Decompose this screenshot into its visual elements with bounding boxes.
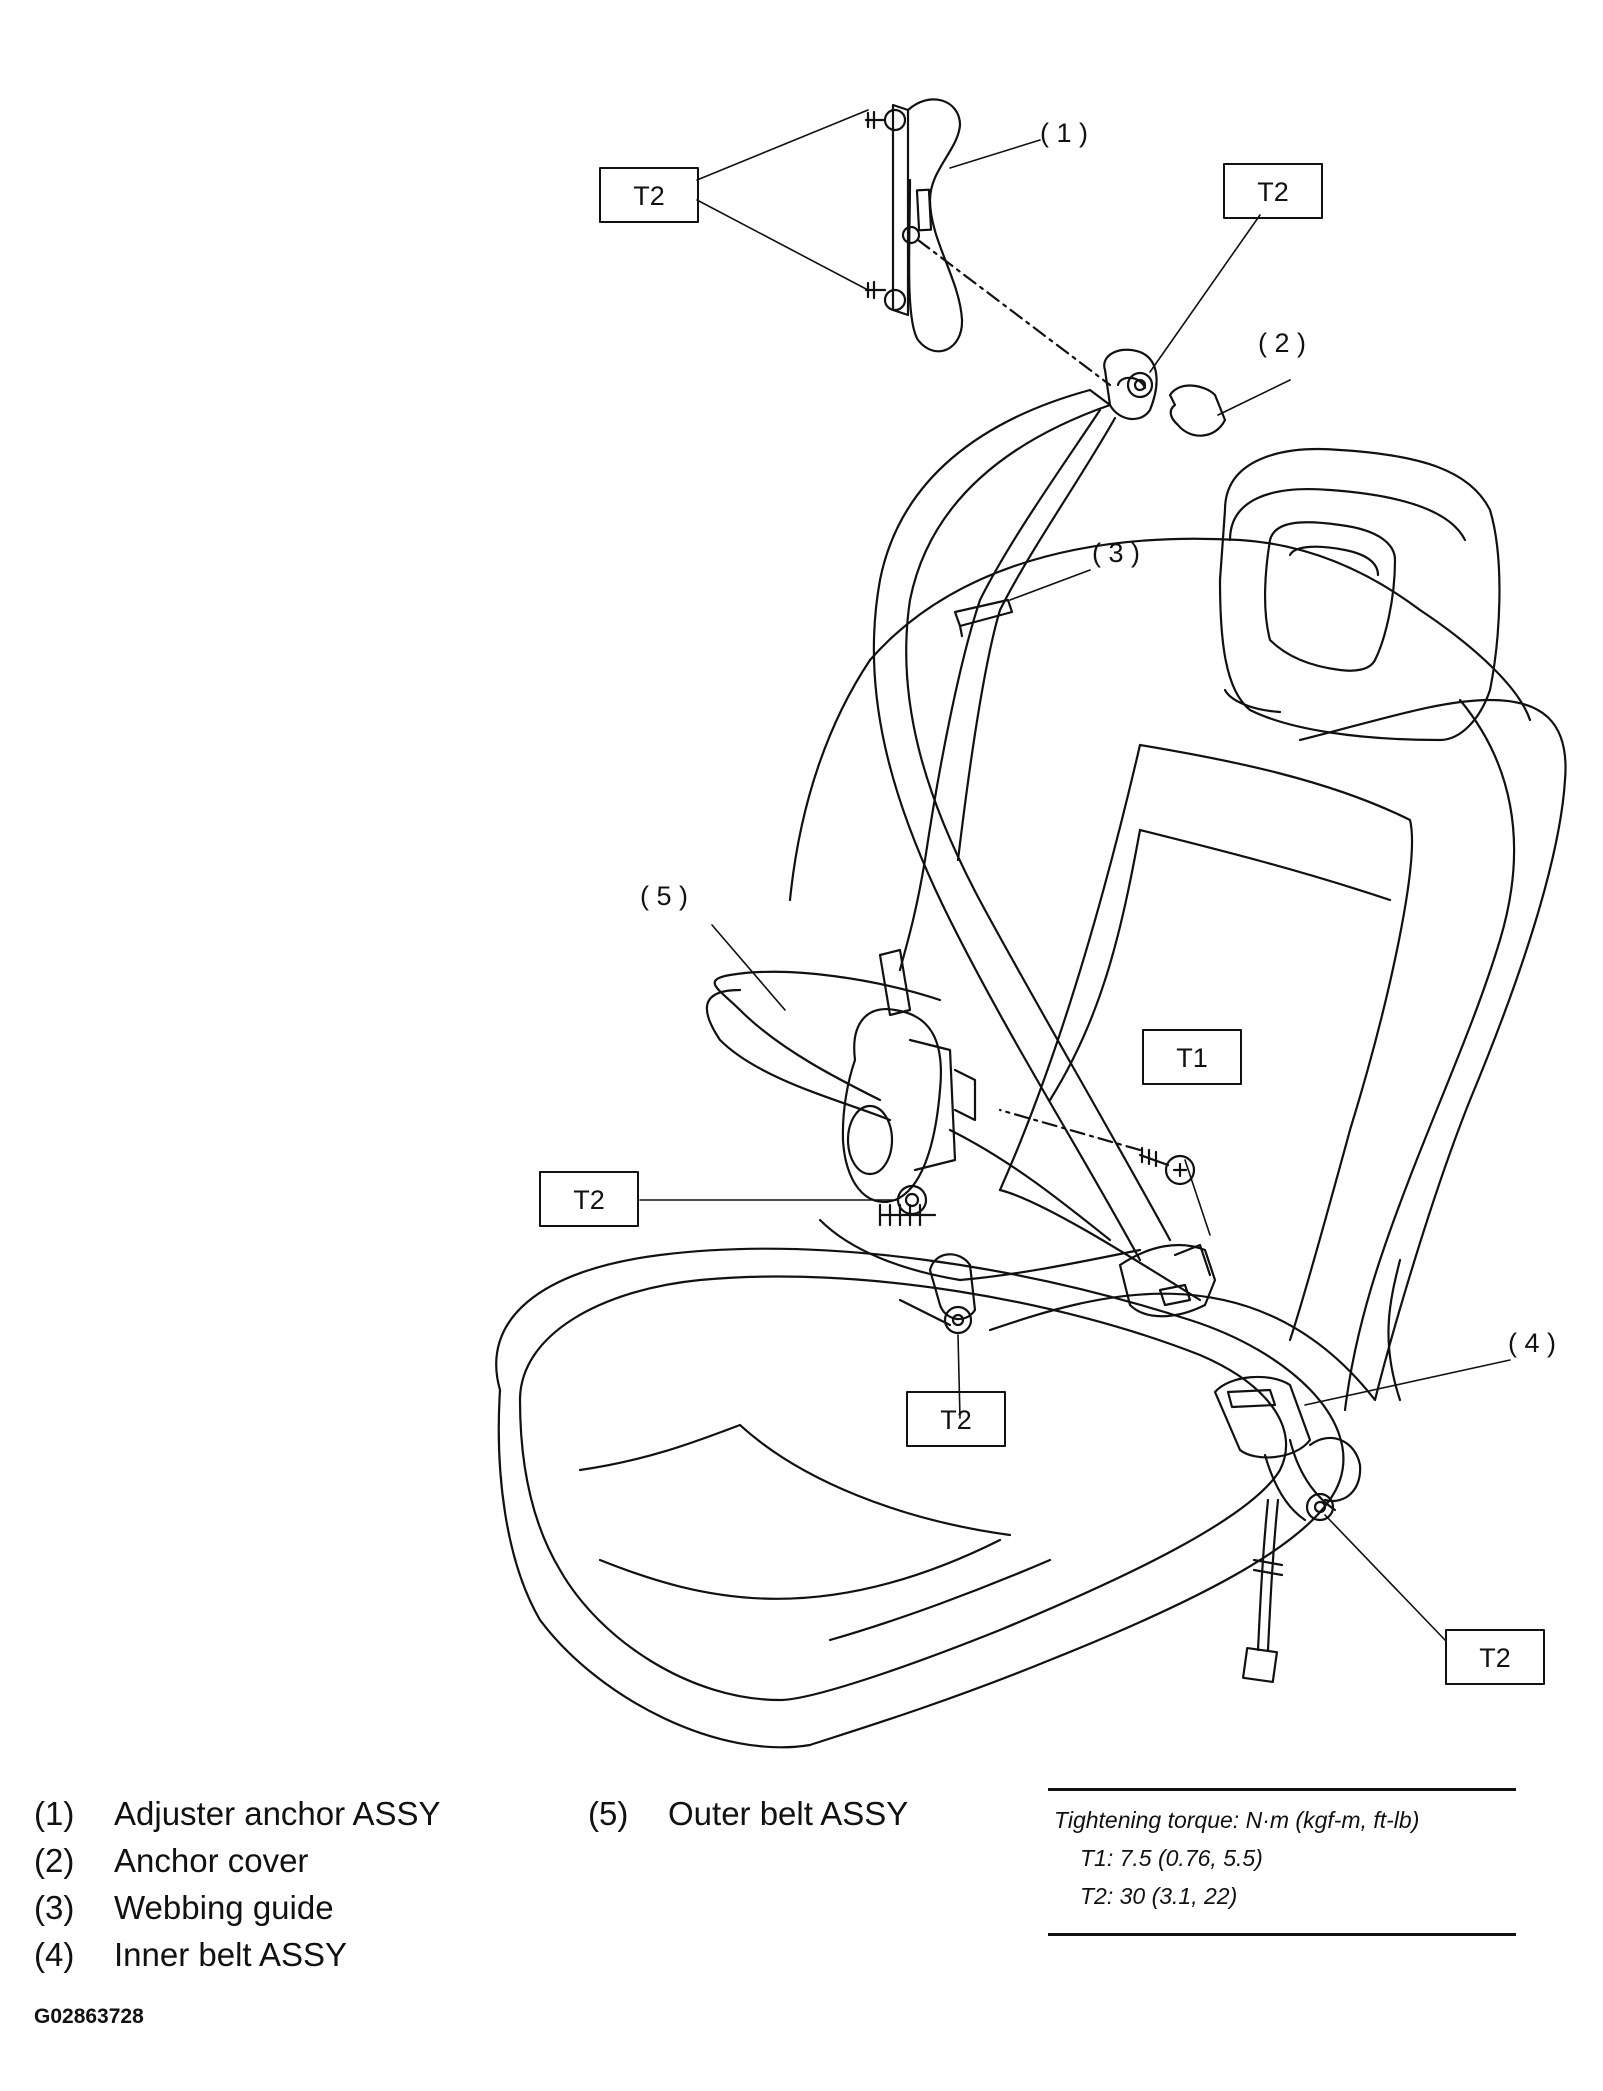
belt-webbing: [705, 388, 1172, 1282]
svg-text:T2: T2: [1257, 177, 1289, 207]
callout-5: ( 5 ): [640, 881, 688, 911]
tightening-torque-table: Tightening torque: N·m (kgf-m, ft-lb) T1…: [1048, 1788, 1516, 1936]
callout-2: ( 2 ): [1258, 328, 1306, 358]
torque-box-left: T2: [539, 1171, 639, 1227]
legend-item: (4) Inner belt ASSY: [34, 1936, 347, 1973]
legend-item: (1) Adjuster anchor ASSY: [34, 1795, 441, 1832]
legend-item: (3) Webbing guide: [34, 1889, 334, 1926]
anchor-cover-drawing: [1168, 384, 1227, 437]
adjuster-anchor-drawing: [864, 98, 1112, 387]
seat-belt-diagram: ( 1 ) ( 2 ) ( 3 ) ( 4 ) ( 5 ) T2 T2 T1 T…: [495, 98, 1567, 1749]
torque-t1: T1: 7.5 (0.76, 5.5): [1080, 1845, 1263, 1871]
svg-text:T2: T2: [1479, 1643, 1511, 1673]
svg-text:T2: T2: [940, 1405, 972, 1435]
legend-item: (5) Outer belt ASSY: [588, 1795, 909, 1832]
legend-item: (2) Anchor cover: [34, 1842, 309, 1879]
t1-bolt-drawing: [998, 1108, 1196, 1186]
upper-anchor-drawing: [1103, 348, 1158, 421]
torque-heading: Tightening torque: N·m (kgf-m, ft-lb): [1054, 1807, 1420, 1833]
parts-legend-left: (1) Adjuster anchor ASSY (2) Anchor cove…: [34, 1790, 441, 1978]
seat-drawing: [495, 448, 1567, 1749]
torque-t2: T2: 30 (3.1, 22): [1080, 1883, 1238, 1909]
retractor-drawing: [841, 948, 977, 1227]
callout-1: ( 1 ): [1040, 118, 1088, 148]
svg-text:T1: T1: [1176, 1043, 1208, 1073]
torque-box-top-right: T2: [1223, 163, 1323, 219]
inner-belt-buckle-drawing: [1213, 1375, 1362, 1684]
callout-4: ( 4 ): [1508, 1328, 1556, 1358]
torque-box-bottom-right: T2: [1445, 1629, 1545, 1685]
leader-lines: [639, 109, 1511, 1641]
parts-legend-middle: (5) Outer belt ASSY: [588, 1790, 908, 1837]
svg-text:T2: T2: [633, 181, 665, 211]
svg-text:T2: T2: [573, 1185, 605, 1215]
webbing-guide-drawing: [953, 598, 1014, 638]
tongue-plate-drawing: [1118, 1243, 1217, 1318]
torque-box-t1: T1: [1142, 1029, 1242, 1085]
callout-3: ( 3 ): [1092, 538, 1140, 568]
lower-anchor-drawing: [898, 1253, 977, 1335]
figure-code: G02863728: [34, 2005, 144, 2028]
torque-box-bottom-mid: T2: [906, 1391, 1006, 1447]
torque-box-top-left: T2: [599, 167, 699, 223]
